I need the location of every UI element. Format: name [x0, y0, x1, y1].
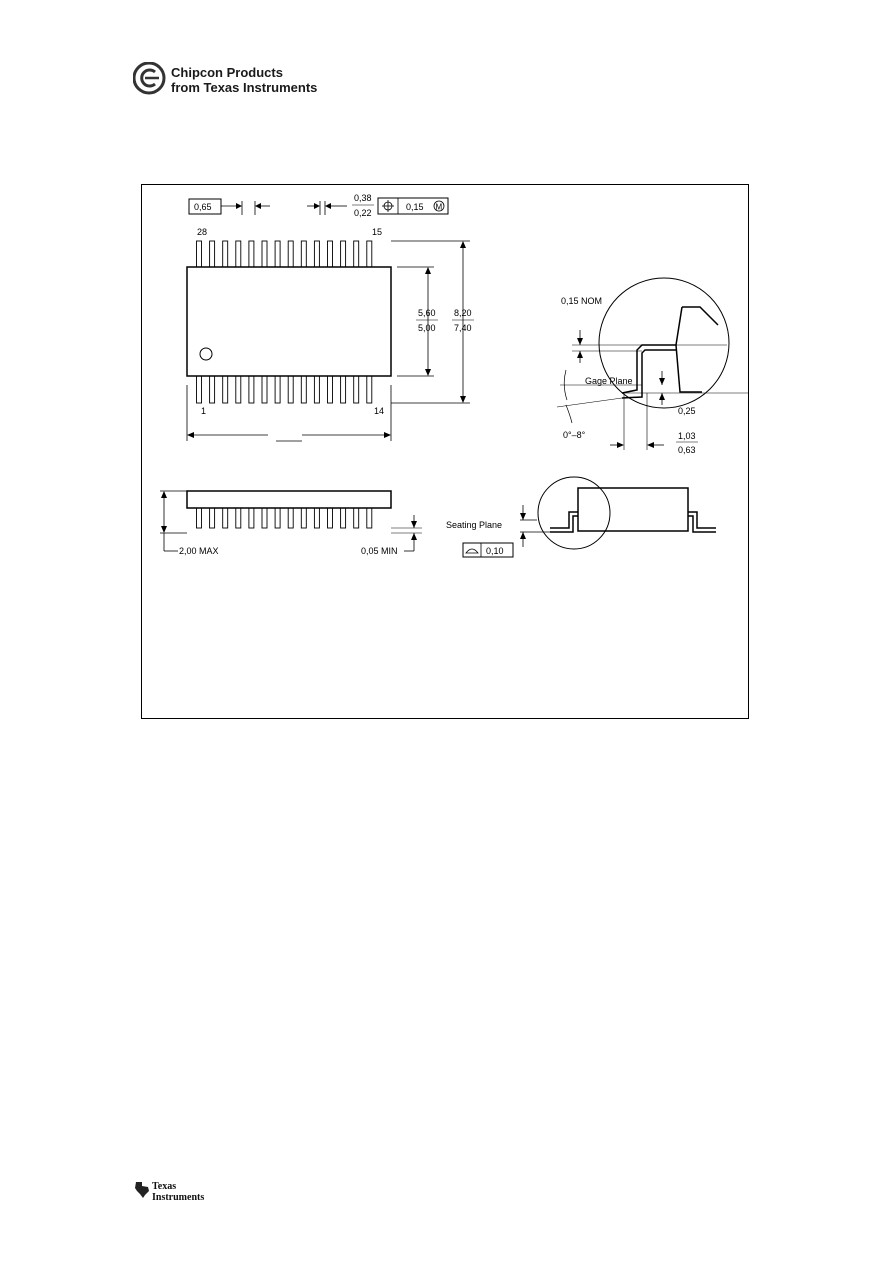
body-width-max: 5,60 [418, 308, 436, 318]
pitch-box [188, 198, 222, 215]
ti-footer-logo: Texas Instruments [134, 1181, 234, 1211]
height-max-label: 2,00 MAX [179, 546, 219, 556]
lead [248, 375, 255, 404]
side-lead [313, 507, 320, 529]
lead [340, 240, 347, 268]
side-lead [261, 507, 268, 529]
seating-plane-view [462, 476, 716, 558]
ti-wordmark: Texas Instruments [152, 1181, 204, 1203]
lead [313, 375, 320, 404]
side-lead [327, 507, 333, 529]
pitch-label: 0,65 [194, 202, 212, 212]
side-lead [300, 507, 307, 529]
lead [222, 375, 229, 404]
pin-15-label: 15 [372, 227, 382, 237]
lead [209, 240, 216, 268]
lead [274, 375, 281, 404]
lead [353, 240, 360, 268]
package-drawing: 0,65 0,38 0,22 0,15 M 28 15 1 14 [160, 193, 748, 558]
seating-plane-label: Seating Plane [446, 520, 502, 530]
lead [222, 240, 229, 268]
side-lead [287, 507, 294, 529]
lead [287, 240, 294, 268]
side-lead [222, 507, 229, 529]
ti-line-2: Instruments [152, 1192, 205, 1203]
side-lead [196, 507, 202, 529]
lead [261, 240, 268, 268]
angle-label: 0°–8° [563, 430, 586, 440]
nom-thickness-label: 0,15 NOM [561, 296, 602, 306]
standoff-min-label: 0,05 MIN [361, 546, 398, 556]
lead [366, 240, 373, 268]
lead [313, 240, 320, 268]
side-view-leads [196, 507, 373, 529]
lead-width-min: 0,22 [354, 208, 372, 218]
pin1-indicator-icon [199, 347, 213, 361]
gage-plane-label: Gage Plane [585, 376, 633, 386]
gage-detail-view [556, 277, 748, 450]
lead [261, 375, 268, 404]
lead [366, 375, 373, 404]
package-body-side-view [186, 490, 392, 509]
mmc-letter: M [436, 203, 443, 212]
foot-length-max: 1,03 [678, 431, 696, 441]
mmc-symbol-icon [433, 200, 445, 212]
lead [274, 240, 281, 268]
flatness-symbol-icon [465, 548, 479, 554]
lead [340, 375, 347, 404]
lead [196, 240, 202, 268]
coplanarity-value: 0,10 [486, 546, 504, 556]
lead [327, 240, 333, 268]
side-lead [209, 507, 216, 529]
package-body-top-view [186, 266, 392, 377]
pin-28-label: 28 [197, 227, 207, 237]
position-symbol-icon [382, 200, 394, 212]
position-tolerance-frame [377, 197, 449, 215]
lead [196, 375, 202, 404]
chipcon-logo-icon [133, 62, 166, 95]
position-tolerance-value: 0,15 [406, 202, 424, 212]
side-lead [248, 507, 255, 529]
brand-line-2: from Texas Instruments [171, 80, 318, 95]
lead [248, 240, 255, 268]
side-lead [235, 507, 242, 529]
lead [209, 375, 216, 404]
lead [287, 375, 294, 404]
pin-1-label: 1 [201, 406, 206, 416]
lead-width-max: 0,38 [354, 193, 372, 203]
lead [327, 375, 333, 404]
ti-line-1: Texas [152, 1181, 177, 1192]
side-lead [353, 507, 360, 529]
lead [300, 240, 307, 268]
side-lead [274, 507, 281, 529]
texas-state-icon [135, 1182, 149, 1198]
overall-width-min: 7,40 [454, 323, 472, 333]
gage-dim-label: 0,25 [678, 406, 696, 416]
body-width-min: 5,00 [418, 323, 436, 333]
side-lead [366, 507, 373, 529]
chipcon-header: Chipcon Products from Texas Instruments [133, 62, 393, 98]
foot-length-min: 0,63 [678, 445, 696, 455]
top-view-leads [196, 240, 373, 404]
lead [300, 375, 307, 404]
package-drawing-frame: 0,65 0,38 0,22 0,15 M 28 15 1 14 [141, 184, 749, 719]
side-lead [340, 507, 347, 529]
brand-line-1: Chipcon Products [171, 65, 283, 80]
chipcon-brand-text: Chipcon Products from Texas Instruments [171, 65, 317, 95]
overall-width-max: 8,20 [454, 308, 472, 318]
pin-14-label: 14 [374, 406, 384, 416]
lead [235, 240, 242, 268]
lead [353, 375, 360, 404]
lead [235, 375, 242, 404]
